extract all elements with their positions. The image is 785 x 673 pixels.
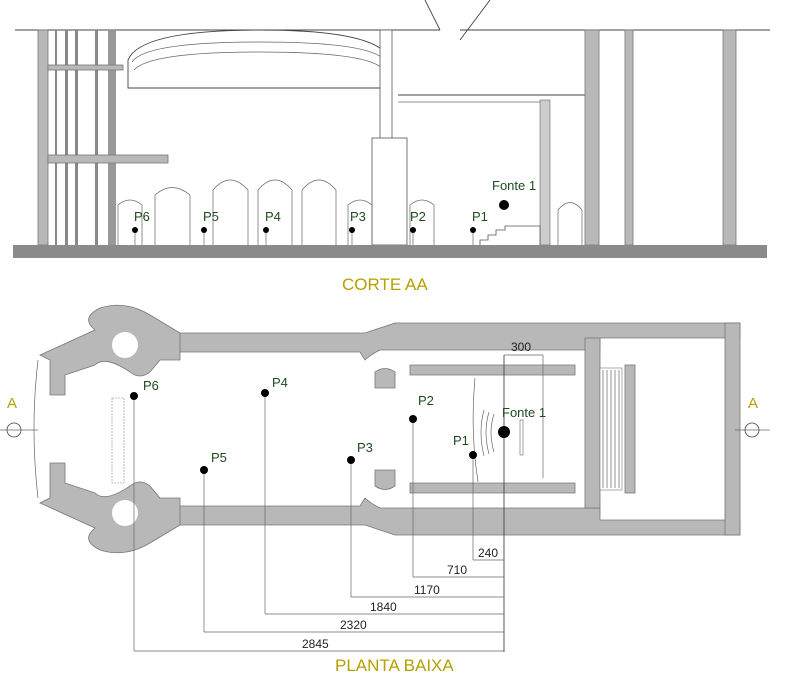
section-marker-right: A (735, 395, 770, 438)
section-marker-left: A (0, 395, 38, 438)
ground-line (13, 245, 767, 258)
svg-text:P5: P5 (203, 209, 219, 224)
plan-point-p6: P6 (130, 378, 159, 651)
section-point-p1: P1 (470, 209, 488, 245)
svg-text:P3: P3 (357, 440, 373, 455)
svg-text:P4: P4 (272, 375, 288, 390)
plan-point-p3: P3 (347, 440, 373, 597)
section-title: CORTE AA (342, 275, 428, 294)
svg-text:300: 300 (511, 340, 531, 354)
svg-text:P3: P3 (350, 209, 366, 224)
svg-text:710: 710 (447, 563, 467, 577)
svg-text:240: 240 (478, 546, 498, 560)
svg-text:P5: P5 (211, 450, 227, 465)
svg-text:P1: P1 (453, 433, 469, 448)
svg-text:2320: 2320 (340, 618, 367, 632)
svg-text:A: A (748, 395, 758, 412)
svg-text:P1: P1 (472, 209, 488, 224)
plan-title: PLANTA BAIXA (335, 656, 454, 673)
svg-text:P6: P6 (143, 378, 159, 393)
plan-dimensions: 300 240 710 1170 1840 2320 2845 (134, 340, 544, 652)
svg-text:2845: 2845 (302, 637, 329, 651)
section-points: P6 P5 P4 P3 P2 P1 Fonte 1 (132, 178, 536, 245)
plan-point-p2: P2 (409, 393, 434, 577)
section-source: Fonte 1 (492, 178, 536, 210)
plan-source: Fonte 1 (498, 405, 546, 438)
svg-text:1170: 1170 (414, 583, 440, 597)
plan-drawing: A A (0, 304, 770, 554)
svg-text:P6: P6 (134, 209, 150, 224)
section-point-p6: P6 (132, 209, 150, 245)
section-point-p5: P5 (201, 209, 219, 245)
svg-text:Fonte 1: Fonte 1 (502, 405, 546, 420)
svg-text:A: A (7, 395, 17, 412)
section-point-p2: P2 (410, 209, 426, 245)
section-point-p3: P3 (349, 209, 366, 245)
svg-text:P4: P4 (265, 209, 281, 224)
section-point-p4: P4 (263, 209, 281, 245)
svg-text:1840: 1840 (370, 600, 397, 614)
plan-points: P6 P4 P2 P1 P3 P5 Fonte 1 (130, 375, 546, 651)
plan-point-p4: P4 (261, 375, 288, 614)
section-drawing (13, 0, 770, 258)
svg-text:P2: P2 (418, 393, 434, 408)
svg-text:P2: P2 (410, 209, 426, 224)
plan-point-p1: P1 (453, 433, 477, 560)
svg-text:Fonte 1: Fonte 1 (492, 178, 536, 193)
plan-point-p5: P5 (200, 450, 227, 632)
